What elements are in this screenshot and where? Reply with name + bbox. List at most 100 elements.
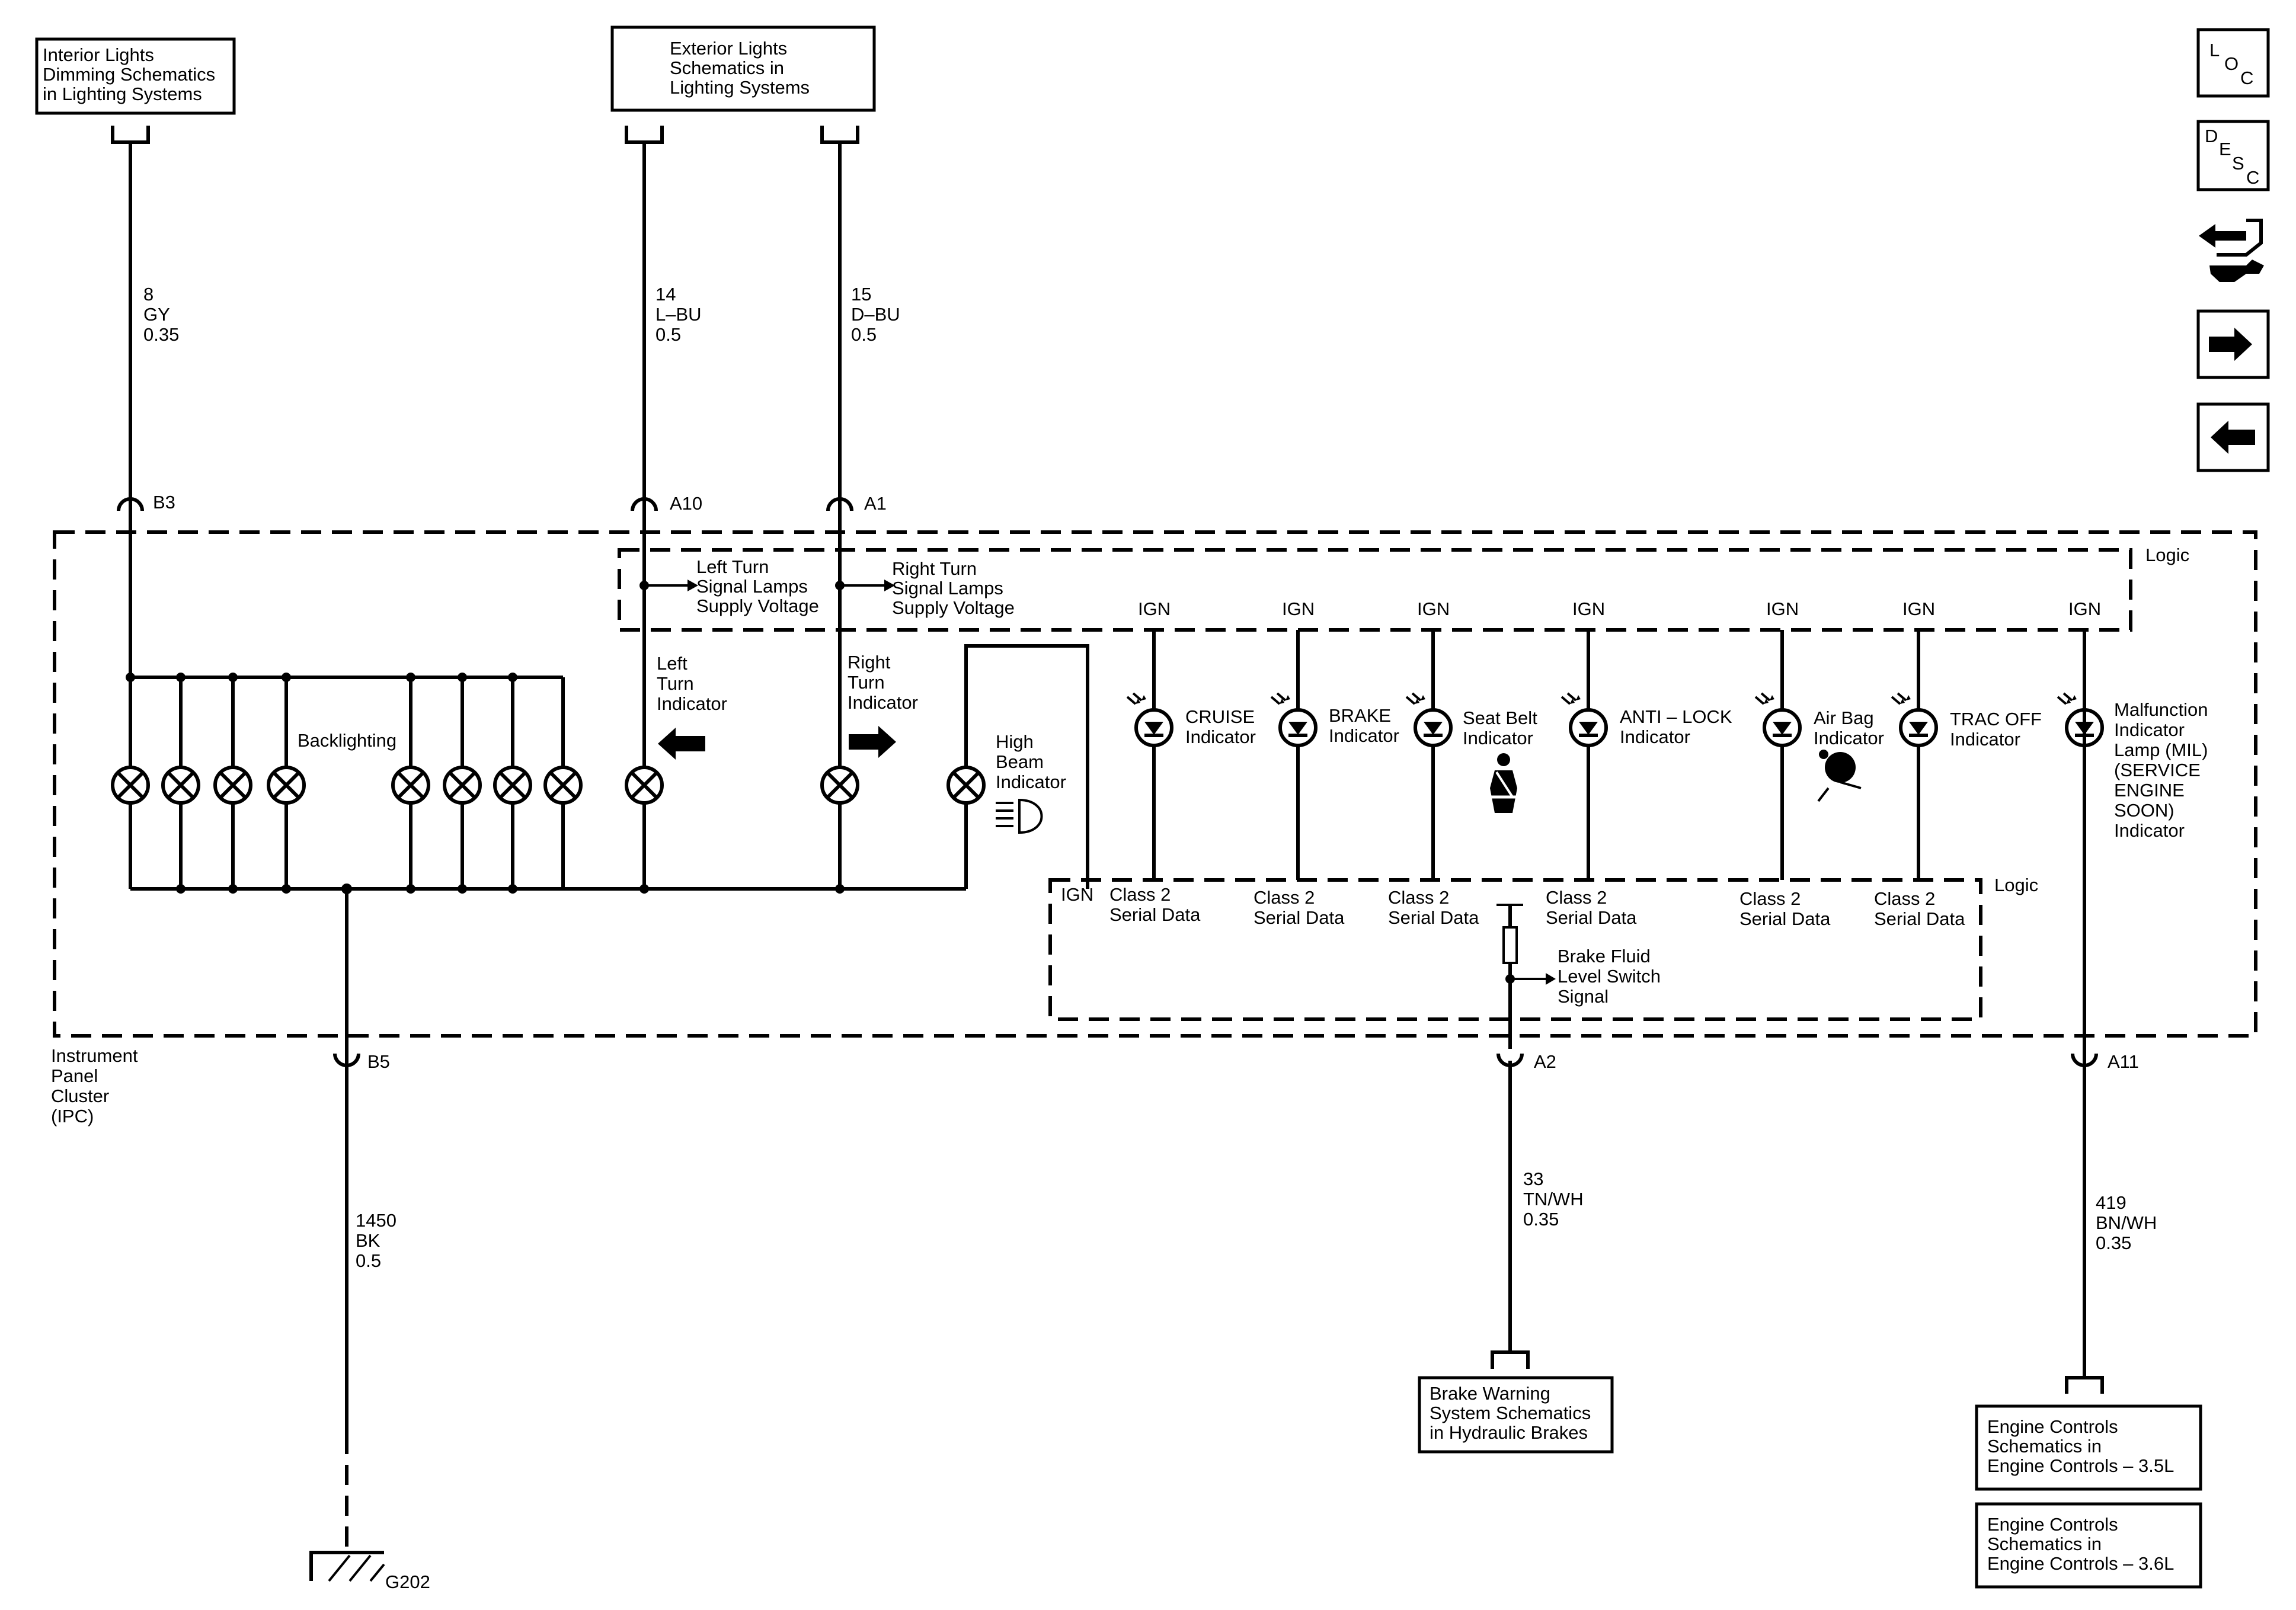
svg-text:Indicator: Indicator <box>657 693 727 714</box>
svg-text:(IPC): (IPC) <box>51 1106 94 1126</box>
tracoff-indicator-label: TRAC OFF Indicator <box>1950 709 2042 750</box>
lamp-bulb-icon <box>625 766 664 805</box>
seatbelt-indicator-label: Seat Belt Indicator <box>1463 708 1537 748</box>
ign-label: IGN <box>1766 598 1799 619</box>
svg-text:Indicator: Indicator <box>1814 728 1884 748</box>
svg-text:Engine Controls: Engine Controls <box>1987 1514 2118 1535</box>
svg-text:Engine Controls – 3.6L: Engine Controls – 3.6L <box>1987 1553 2174 1574</box>
svg-text:419: 419 <box>2096 1192 2126 1213</box>
exterior-lights-ref-box[interactable]: Exterior Lights Schematics in Lighting S… <box>610 25 876 112</box>
component-swap-icon[interactable] <box>2199 219 2264 282</box>
svg-text:0.5: 0.5 <box>851 324 877 345</box>
svg-text:Indicator: Indicator <box>1620 726 1690 747</box>
svg-text:Serial Data: Serial Data <box>1109 904 1201 925</box>
svg-text:C: C <box>2240 68 2253 88</box>
svg-text:Seat Belt: Seat Belt <box>1463 708 1537 728</box>
left-arrow-icon <box>2211 421 2255 454</box>
pin-b3: B3 <box>117 492 175 513</box>
ipc-boundary <box>53 530 2257 1038</box>
interior-lights-ref-box[interactable]: Interior Lights Dimming Schematics in Li… <box>35 37 236 115</box>
svg-text:Turn: Turn <box>848 672 885 693</box>
svg-text:Indicator: Indicator <box>2114 820 2185 841</box>
lamp-bulb-icon <box>543 766 583 805</box>
desc-button[interactable]: D E S C <box>2196 120 2270 191</box>
svg-text:Indicator: Indicator <box>1329 725 1399 746</box>
svg-text:S: S <box>2232 153 2244 174</box>
loc-button[interactable]: L O C <box>2196 28 2270 98</box>
ign-label: IGN <box>1138 598 1171 619</box>
lower-logic-box <box>1048 878 1982 1021</box>
wire-label-8: 8 GY 0.35 <box>143 284 179 345</box>
next-button[interactable] <box>2196 309 2270 379</box>
svg-text:ENGINE: ENGINE <box>2114 780 2185 801</box>
svg-text:in Hydraulic Brakes: in Hydraulic Brakes <box>1430 1422 1588 1443</box>
class2-seatbelt: Class 2 Serial Data <box>1388 887 1479 928</box>
interior-ref-line-1: Interior Lights <box>43 44 154 65</box>
brake-fluid-switch: Brake Fluid Level Switch Signal <box>1496 904 1661 1049</box>
interior-ref-line-2: Dimming Schematics <box>43 64 215 85</box>
svg-text:Supply Voltage: Supply Voltage <box>696 596 819 616</box>
engine-controls-36-ref-box[interactable]: Engine Controls Schematics in Engine Con… <box>1975 1502 2202 1589</box>
svg-text:E: E <box>2219 139 2231 159</box>
svg-text:Panel: Panel <box>51 1065 98 1086</box>
pin-a1: A1 <box>826 493 887 514</box>
exterior-ref-line-2: Schematics in <box>670 57 784 78</box>
svg-text:Level Switch: Level Switch <box>1558 966 1661 987</box>
top-connector-brackets <box>111 126 859 144</box>
svg-text:Serial Data: Serial Data <box>1546 907 1637 928</box>
lower-ign-label: IGN <box>1061 884 1093 905</box>
bottom-connector-brackets <box>1491 1350 2104 1394</box>
svg-text:TN/WH: TN/WH <box>1523 1189 1584 1209</box>
svg-text:B5: B5 <box>367 1051 390 1072</box>
lamp-bulb-icon <box>213 673 252 894</box>
svg-text:A10: A10 <box>670 493 702 514</box>
cruise-led-icon: IGN <box>1126 598 1173 880</box>
wire-label-419: 419 BN/WH 0.35 <box>2096 1192 2157 1253</box>
interior-ref-line-3: in Lighting Systems <box>43 84 202 104</box>
svg-text:Indicator: Indicator <box>2114 719 2185 740</box>
svg-text:14: 14 <box>655 284 676 305</box>
svg-text:Indicator: Indicator <box>1950 729 2020 750</box>
svg-text:BK: BK <box>356 1230 380 1251</box>
svg-text:Left: Left <box>657 653 687 674</box>
svg-text:Supply Voltage: Supply Voltage <box>892 597 1015 618</box>
svg-text:BRAKE: BRAKE <box>1329 705 1391 726</box>
svg-text:0.35: 0.35 <box>1523 1209 1559 1230</box>
svg-text:0.5: 0.5 <box>655 324 681 345</box>
brake-warning-ref-box[interactable]: Brake Warning System Schematics in Hydra… <box>1418 1376 1614 1454</box>
antilock-indicator-label: ANTI – LOCK Indicator <box>1620 706 1732 747</box>
airbag-led-icon: IGN <box>1754 598 1802 880</box>
svg-text:Malfunction: Malfunction <box>2114 699 2208 720</box>
svg-text:A1: A1 <box>864 493 887 514</box>
svg-text:15: 15 <box>851 284 871 305</box>
svg-text:Engine Controls: Engine Controls <box>1987 1416 2118 1437</box>
class2-cruise: Class 2 Serial Data <box>1109 884 1201 925</box>
pin-a2: A2 <box>1496 1051 1556 1072</box>
svg-text:0.35: 0.35 <box>143 324 179 345</box>
antilock-led-icon: IGN <box>1560 598 1608 880</box>
back-button[interactable] <box>2196 402 2270 472</box>
svg-text:L–BU: L–BU <box>655 304 702 325</box>
pin-a11: A11 <box>2071 1051 2139 1072</box>
svg-text:Beam: Beam <box>996 751 1044 772</box>
upper-logic-label: Logic <box>2145 545 2189 565</box>
ipc-label: Instrument Panel Cluster (IPC) <box>51 1045 138 1126</box>
backlighting-label: Backlighting <box>298 730 396 751</box>
svg-text:L: L <box>2209 40 2220 60</box>
svg-text:Indicator: Indicator <box>996 772 1066 792</box>
lamp-bulb-icon <box>267 673 306 894</box>
svg-text:System Schematics: System Schematics <box>1430 1403 1591 1423</box>
svg-text:Turn: Turn <box>657 673 694 694</box>
svg-text:Indicator: Indicator <box>1463 728 1533 748</box>
svg-text:A2: A2 <box>1534 1051 1556 1072</box>
brake-indicator-label: BRAKE Indicator <box>1329 705 1399 746</box>
engine-controls-35-ref-box[interactable]: Engine Controls Schematics in Engine Con… <box>1975 1404 2202 1491</box>
right-supply-voltage: Right Turn Signal Lamps Supply Voltage <box>835 558 1015 618</box>
tracoff-led-icon: IGN <box>1891 598 1938 880</box>
right-arrow-icon <box>849 726 896 758</box>
svg-text:Engine Controls – 3.5L: Engine Controls – 3.5L <box>1987 1455 2174 1476</box>
svg-text:1450: 1450 <box>356 1210 396 1231</box>
high-beam-indicator: High Beam Indicator <box>996 731 1066 834</box>
svg-text:D–BU: D–BU <box>851 304 900 325</box>
wire-label-1450: 1450 BK 0.5 <box>356 1210 396 1271</box>
